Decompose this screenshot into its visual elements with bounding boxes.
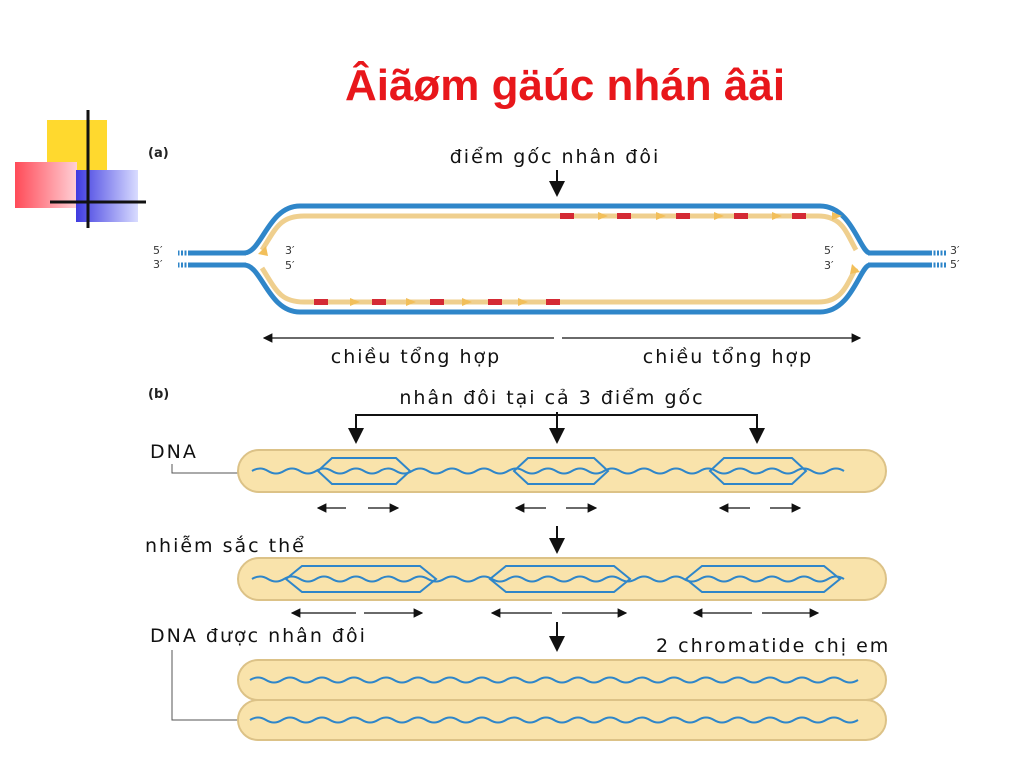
new-strand-arrows	[258, 212, 860, 306]
panel-b-label: (b)	[148, 387, 169, 402]
right-end-top: 3′	[950, 244, 960, 257]
bubble-left-top: 3′	[285, 244, 295, 257]
origins-label: nhân đôi tại cả 3 điểm gốc	[399, 387, 704, 409]
rna-primers	[314, 213, 806, 305]
direction-label-left: chiều tổng hợp	[331, 346, 501, 368]
sister-chromatids-label: 2 chromatide chị em	[656, 635, 890, 657]
origin-label: điểm gốc nhân đôi	[450, 146, 661, 168]
right-duplex-stub	[868, 250, 948, 268]
chromosome-2	[237, 557, 887, 601]
left-end-bottom: 3′	[153, 258, 163, 271]
sister-chromatid-1	[237, 659, 887, 701]
bubble-right-bottom: 3′	[824, 259, 834, 272]
panel-a-label: (a)	[148, 146, 169, 161]
right-end-bottom: 5′	[950, 258, 960, 271]
dna-label: DNA	[150, 441, 198, 463]
chromosome-1	[237, 449, 887, 493]
dna-label-leader	[171, 464, 240, 474]
left-end-top: 5′	[153, 244, 163, 257]
parent-strand-bottom	[243, 262, 871, 315]
bubble-left-bottom: 5′	[285, 259, 295, 272]
direction-label-right: chiều tổng hợp	[643, 346, 813, 368]
left-duplex-stub	[176, 250, 246, 268]
slide-title: Âiãøm gäúc nhán âäi	[344, 61, 786, 110]
new-strand-bottom	[259, 266, 859, 305]
replicated-dna-label: DNA được nhân đôi	[150, 625, 367, 647]
parent-strand-top	[243, 203, 871, 256]
cross-squares-logo-icon	[15, 110, 146, 228]
new-strand-top	[259, 213, 859, 252]
replicated-bracket	[171, 650, 240, 721]
sister-chromatid-2	[237, 699, 887, 741]
bubble-right-top: 5′	[824, 244, 834, 257]
chromosome-label: nhiễm sắc thể	[145, 534, 306, 557]
